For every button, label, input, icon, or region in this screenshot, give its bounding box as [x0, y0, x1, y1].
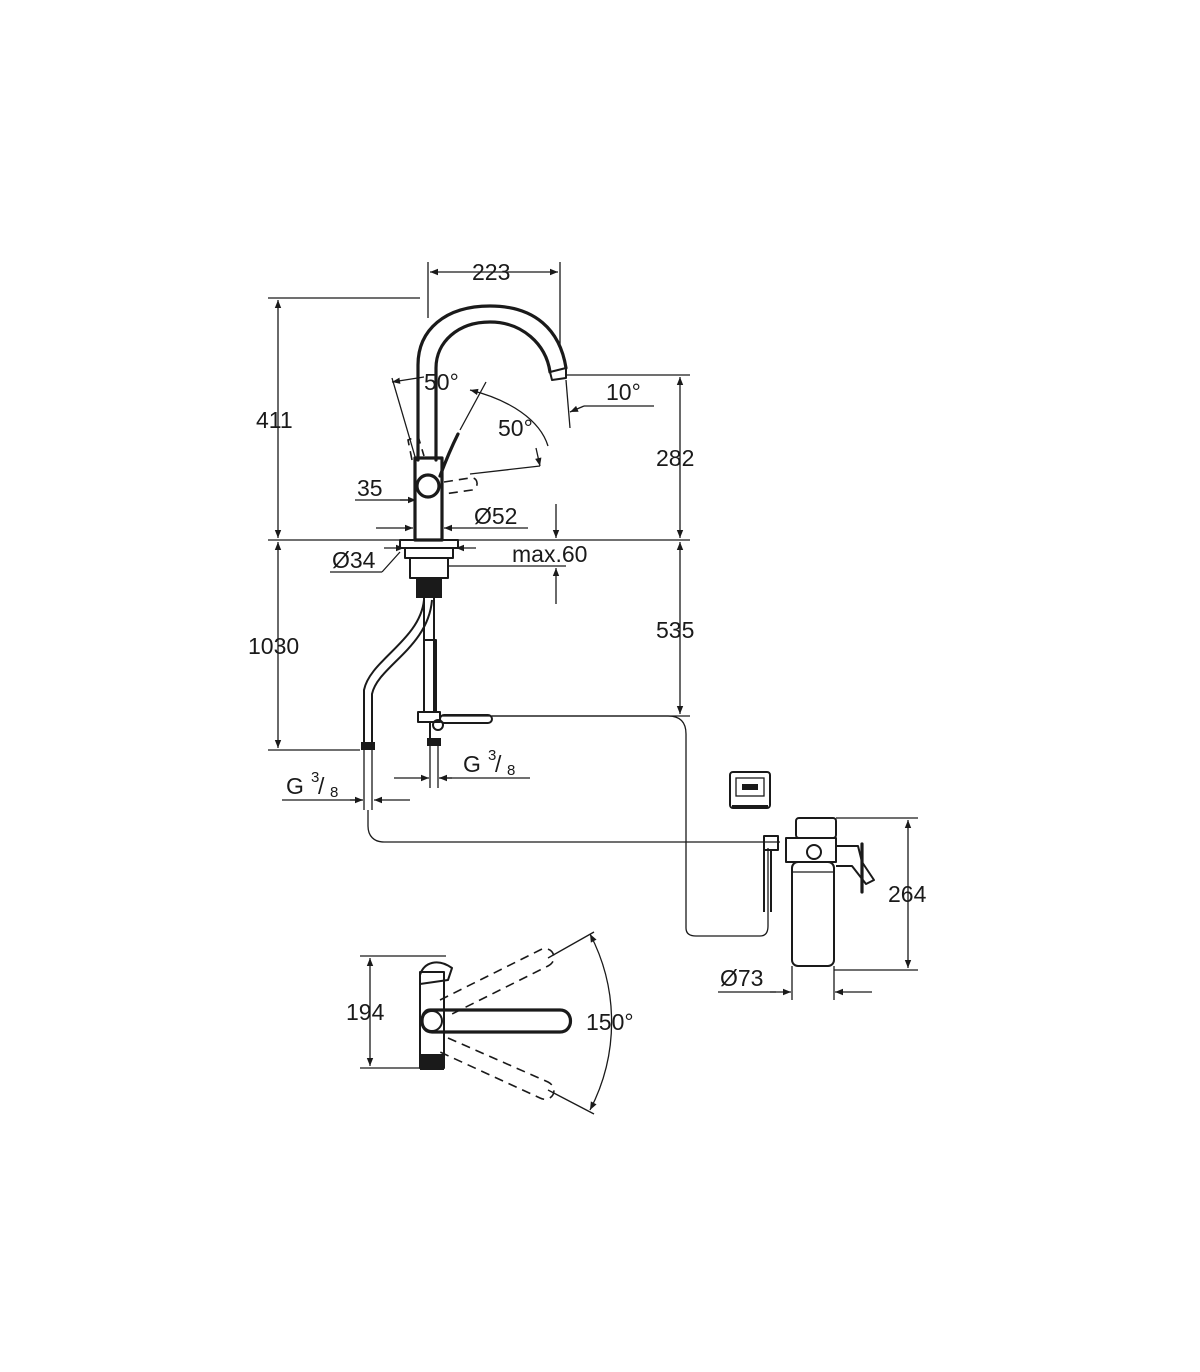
dim-lever-angle-left: 50° [424, 369, 459, 395]
mount-flange [409, 557, 449, 579]
svg-text:3: 3 [311, 769, 319, 786]
spout-tip [549, 367, 567, 381]
svg-text:8: 8 [507, 762, 515, 779]
dim-lever-angle-right: 50° [498, 415, 533, 441]
lever-hub [415, 473, 441, 499]
supply-hose-2 [371, 599, 433, 745]
valve-knob [432, 719, 444, 731]
thread-shank [416, 578, 442, 598]
swivel-ext-top [547, 931, 595, 959]
inlet-connector [763, 835, 779, 851]
hose-to-filter-in [367, 810, 780, 843]
valve-lever [439, 714, 493, 724]
dim-connection-right: G 3 / 8 [463, 747, 515, 779]
svg-text:8: 8 [330, 784, 338, 801]
dim-body-diameter: Ø52 [474, 503, 517, 529]
lever-handle [438, 432, 460, 478]
top-view-spout-base [421, 1010, 443, 1032]
dim-filter-height: 264 [888, 881, 927, 907]
dimension-labels: 223 411 50° 50° 10° 282 35 Ø52 Ø34 max.6… [248, 259, 927, 1035]
dim-spout-height: 282 [656, 445, 694, 471]
swivel-ext-bottom [547, 1089, 595, 1115]
filter-cartridge [791, 861, 835, 967]
dim-total-height: 411 [256, 407, 293, 433]
svg-text:G: G [463, 751, 481, 777]
dim-under-sink-depth: 535 [656, 617, 694, 643]
spout-arch-inner [434, 320, 552, 462]
svg-text:3: 3 [488, 747, 496, 764]
swivel-arc [589, 933, 613, 1111]
dim-hose-length: 1030 [248, 633, 299, 659]
hose-fitting-left [361, 742, 375, 750]
filter-clamp [836, 845, 875, 885]
dim-max-countertop: max.60 [512, 541, 587, 567]
top-view-spout-ghost-up [439, 947, 555, 1017]
spout-arch [416, 304, 568, 462]
hose-routing [367, 715, 780, 937]
dim-top-view-height: 194 [346, 999, 385, 1025]
filter-valve [806, 844, 822, 860]
filter-unit [729, 771, 875, 967]
mount-nut [404, 547, 454, 559]
dim-spout-tilt: 10° [606, 379, 641, 405]
dim-lever-offset: 35 [357, 475, 383, 501]
dim-swivel-angle: 150° [586, 1009, 634, 1035]
hose-fitting-right [427, 738, 441, 746]
top-view-spout-ghost-down [439, 1037, 555, 1101]
filter-monitor-icon [729, 771, 771, 809]
svg-text:/: / [495, 751, 502, 777]
dim-filter-diameter: Ø73 [720, 965, 763, 991]
top-view-lever-head [419, 961, 453, 985]
dimension-lines [268, 262, 918, 1069]
svg-text:/: / [318, 773, 325, 799]
dim-base-diameter: Ø34 [332, 547, 376, 573]
dim-spout-reach: 223 [472, 259, 510, 285]
faucet-body [413, 456, 444, 542]
hose-to-filter-out [492, 715, 769, 937]
top-view-thread [420, 1054, 444, 1070]
svg-text:G: G [286, 773, 304, 799]
supply-hose [363, 599, 425, 745]
faucet-top-view [419, 931, 613, 1115]
faucet-side-view [361, 304, 568, 810]
dim-connection-left: G 3 / 8 [286, 769, 338, 801]
lever-ghost-forward [443, 477, 478, 495]
filter-head [795, 817, 837, 839]
